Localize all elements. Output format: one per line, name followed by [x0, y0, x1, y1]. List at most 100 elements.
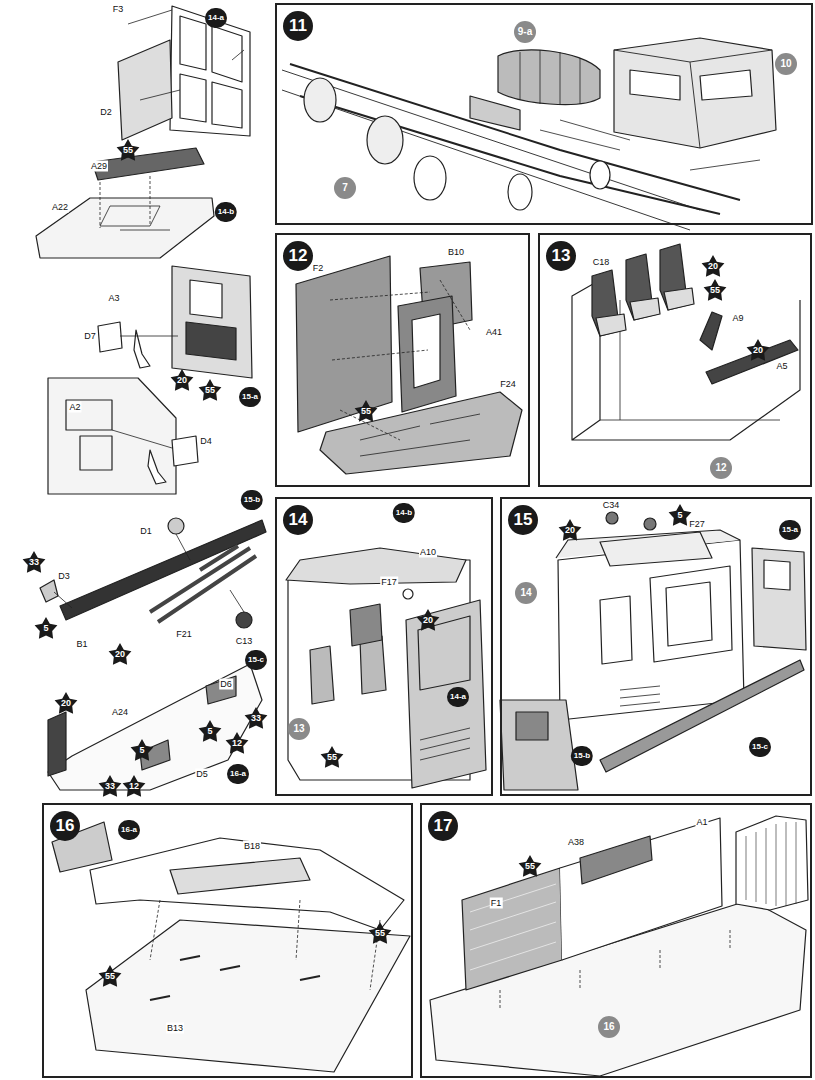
part-name: C13: [235, 636, 254, 647]
paint-callout: 55: [518, 854, 542, 878]
callout-number: 55: [703, 278, 727, 303]
callout-number: 20: [701, 254, 725, 279]
part-name: F3: [112, 4, 125, 15]
callout-number: 12: [122, 774, 146, 799]
paint-callout: 33: [244, 706, 268, 730]
subassembly-number: 14: [515, 582, 537, 604]
part-name: F27: [688, 519, 706, 530]
step-panel: 16: [42, 803, 413, 1078]
paint-callout: 55: [354, 399, 378, 423]
part-name: A38: [567, 837, 585, 848]
part-name: D3: [57, 571, 71, 582]
paint-callout: 20: [108, 642, 132, 666]
callout-number: 12: [225, 731, 249, 756]
paint-callout: 55: [98, 964, 122, 988]
step-panel: 17: [420, 803, 812, 1078]
part-name: B10: [447, 247, 465, 258]
paint-callout: 12: [122, 774, 146, 798]
callout-number: 20: [170, 368, 194, 393]
callout-number: 55: [198, 378, 222, 403]
paint-callout: 55: [703, 278, 727, 302]
subassembly-number: 14-b: [215, 202, 237, 222]
paint-callout: 33: [22, 550, 46, 574]
step-number: 17: [428, 811, 458, 841]
step-panel: 14: [275, 497, 493, 796]
subassembly-number: 15-a: [239, 387, 261, 407]
paint-callout: 55: [320, 745, 344, 769]
step-number: 14: [283, 505, 313, 535]
callout-number: 33: [98, 774, 122, 799]
part-name: F17: [380, 577, 398, 588]
callout-number: 20: [108, 642, 132, 667]
subassembly-number: 12: [710, 457, 732, 479]
part-name: A22: [51, 202, 69, 213]
part-name: D5: [195, 769, 209, 780]
step-number: 15: [508, 505, 538, 535]
paint-callout: 5: [198, 719, 222, 743]
callout-number: 55: [368, 921, 392, 946]
subassembly-number: 15-b: [241, 490, 263, 510]
subassembly-number: 15-a: [779, 520, 801, 540]
subassembly-number: 7: [334, 177, 356, 199]
callout-number: 55: [320, 745, 344, 770]
callout-number: 20: [746, 338, 770, 363]
subassembly-number: 16: [598, 1016, 620, 1038]
step-number: 13: [546, 241, 576, 271]
callout-number: 5: [198, 719, 222, 744]
callout-number: 5: [34, 616, 58, 641]
part-name: D7: [83, 331, 97, 342]
callout-number: 55: [354, 399, 378, 424]
step-number: 16: [50, 811, 80, 841]
paint-callout: 55: [198, 378, 222, 402]
part-name: D2: [99, 107, 113, 118]
subassembly-number: 10: [775, 53, 797, 75]
callout-number: 55: [116, 138, 140, 163]
paint-callout: 5: [34, 616, 58, 640]
paint-callout: 55: [368, 921, 392, 945]
part-name: B18: [243, 841, 261, 852]
subassembly-number: 15-c: [749, 737, 771, 757]
subassembly-number: 16-a: [227, 764, 249, 784]
subassembly-number: 13: [288, 718, 310, 740]
callout-number: 55: [98, 964, 122, 989]
callout-number: 20: [558, 518, 582, 543]
part-name: F21: [175, 629, 193, 640]
step-number: 11: [283, 11, 313, 41]
callout-number: 33: [22, 550, 46, 575]
part-name: A9: [731, 313, 744, 324]
callout-number: 55: [518, 854, 542, 879]
callout-number: 5: [130, 738, 154, 763]
part-name: B1: [75, 639, 88, 650]
subassembly-number: 15-c: [245, 650, 267, 670]
paint-callout: 5: [130, 738, 154, 762]
paint-callout: 20: [416, 608, 440, 632]
paint-callout: 20: [170, 368, 194, 392]
subassembly-number: 16-a: [118, 820, 140, 840]
part-name: F2: [312, 263, 325, 274]
subassembly-number: 9-a: [514, 21, 536, 43]
callout-number: 20: [54, 691, 78, 716]
part-name: C34: [602, 500, 621, 511]
step-number: 12: [283, 241, 313, 271]
paint-callout: 33: [98, 774, 122, 798]
paint-callout: 20: [54, 691, 78, 715]
step-panel: 11: [275, 3, 813, 225]
part-name: A2: [68, 402, 81, 413]
part-name: A1: [695, 817, 708, 828]
part-name: A5: [775, 361, 788, 372]
subassembly-number: 14-a: [447, 687, 469, 707]
part-name: A41: [485, 327, 503, 338]
paint-callout: 20: [701, 254, 725, 278]
paint-callout: 20: [746, 338, 770, 362]
subassembly-number: 15-b: [571, 746, 593, 766]
part-name: F1: [490, 898, 503, 909]
subassembly-number: 14-a: [205, 8, 227, 28]
subassembly-number: 14-b: [393, 503, 415, 523]
part-name: A29: [90, 161, 108, 172]
part-name: F24: [499, 379, 517, 390]
paint-callout: 55: [116, 138, 140, 162]
part-name: A3: [107, 293, 120, 304]
callout-number: 33: [244, 706, 268, 731]
part-name: D6: [219, 679, 233, 690]
